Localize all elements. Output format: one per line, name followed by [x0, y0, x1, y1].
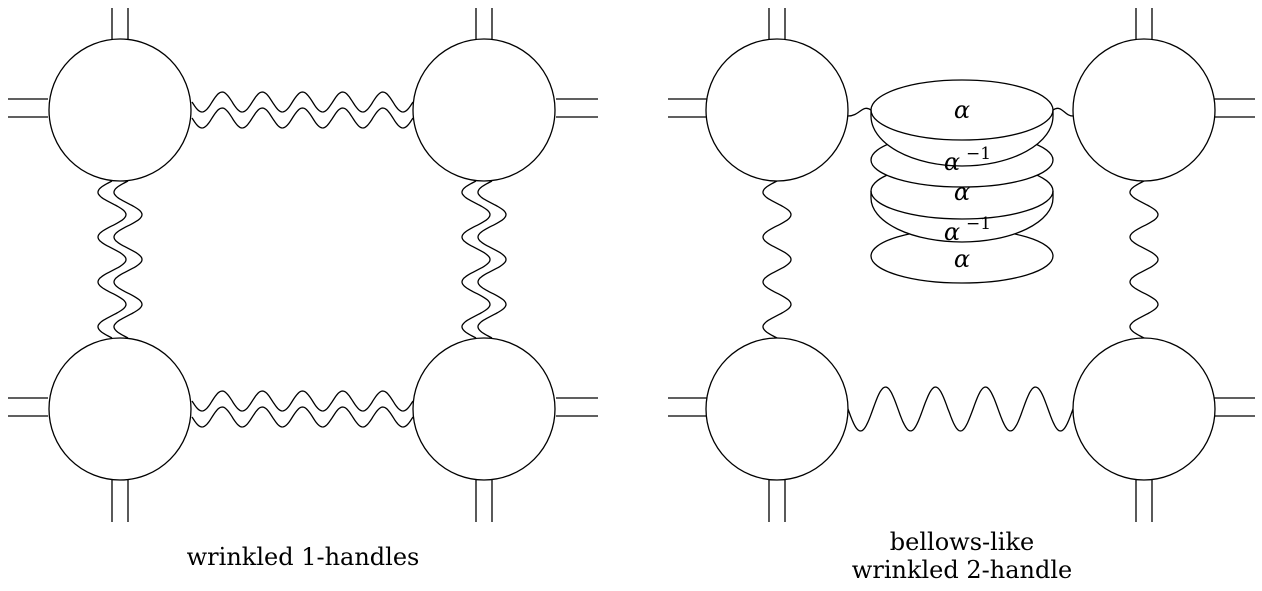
bellows-label-2: α [944, 148, 960, 176]
right-caption-line-1: bellows-like [890, 528, 1034, 556]
right-external-stubs [668, 8, 1255, 522]
bellows-bowl-upper-rim [870, 109, 1054, 141]
left-disc-top-left [48, 38, 192, 182]
wrinkled-band-h1-edge-b [191, 406, 414, 428]
stub-bottom-right [1135, 475, 1153, 522]
left-disc-bottom-left [48, 337, 192, 481]
wrinkled-band-v0-edge-a [113, 180, 143, 339]
right-panel: α α −1 α α −1 α bellows-like wrinkled 2-… [668, 8, 1255, 584]
wrinkled-band-v0-edge-b [97, 180, 127, 339]
left-panel: wrinkled 1-handles [8, 8, 598, 571]
stub-right-bottom [1214, 397, 1255, 417]
wrinkled-connector-left [762, 180, 792, 339]
stub-left-bottom [668, 397, 708, 417]
left-external-stubs [8, 8, 598, 522]
stub-top-left [111, 8, 129, 42]
left-disc-top-right [412, 38, 556, 182]
stub-left-top [8, 98, 48, 118]
bellows-label-4-exponent: −1 [966, 214, 991, 234]
stub-right-top [556, 98, 598, 118]
right-disc-top-right [1072, 38, 1216, 182]
wrinkled-connector-bottom [847, 386, 1074, 432]
bellows-label-5: α [954, 245, 970, 273]
wrinkled-band-v1-edge-a [477, 180, 507, 339]
bellows-label-2-exponent: −1 [966, 144, 991, 164]
stub-right-top [1214, 98, 1255, 118]
left-caption: wrinkled 1-handles [187, 543, 420, 571]
stub-bottom-left [111, 475, 129, 522]
attach-left [847, 107, 872, 117]
stub-bottom-left [768, 475, 786, 522]
stub-top-right [475, 8, 493, 42]
stub-bottom-right [475, 475, 493, 522]
stub-top-left [768, 8, 786, 42]
wrinkled-band-h1-edge-a [191, 390, 414, 412]
left-disc-bottom-right [412, 337, 556, 481]
stub-left-top [668, 98, 708, 118]
attach-right [1052, 107, 1074, 117]
right-disc-bottom-left [705, 337, 849, 481]
bellows-bowl-upper [870, 79, 1054, 167]
wrinkled-connector-right [1129, 180, 1159, 339]
bellows-labels: α α −1 α α −1 α [944, 96, 991, 273]
stub-right-bottom [556, 397, 598, 417]
right-disc-bottom-right [1072, 337, 1216, 481]
stub-left-bottom [8, 397, 48, 417]
right-disc-top-left [705, 38, 849, 182]
right-wrinkled-connectors [762, 107, 1159, 432]
bellows-label-3: α [954, 178, 970, 206]
bellows-2-handle [870, 79, 1054, 284]
right-caption-line-2: wrinkled 2-handle [852, 556, 1072, 584]
stub-top-right [1135, 8, 1153, 42]
wrinkled-band-v1-edge-b [461, 180, 491, 339]
left-wrinkled-bands [97, 91, 507, 428]
bellows-label-1: α [954, 96, 970, 124]
wrinkled-band-h0-edge-a [191, 91, 414, 113]
bellows-bowl-lower-rim [870, 190, 1054, 220]
wrinkled-band-h0-edge-b [191, 107, 414, 129]
bellows-label-4: α [944, 218, 960, 246]
